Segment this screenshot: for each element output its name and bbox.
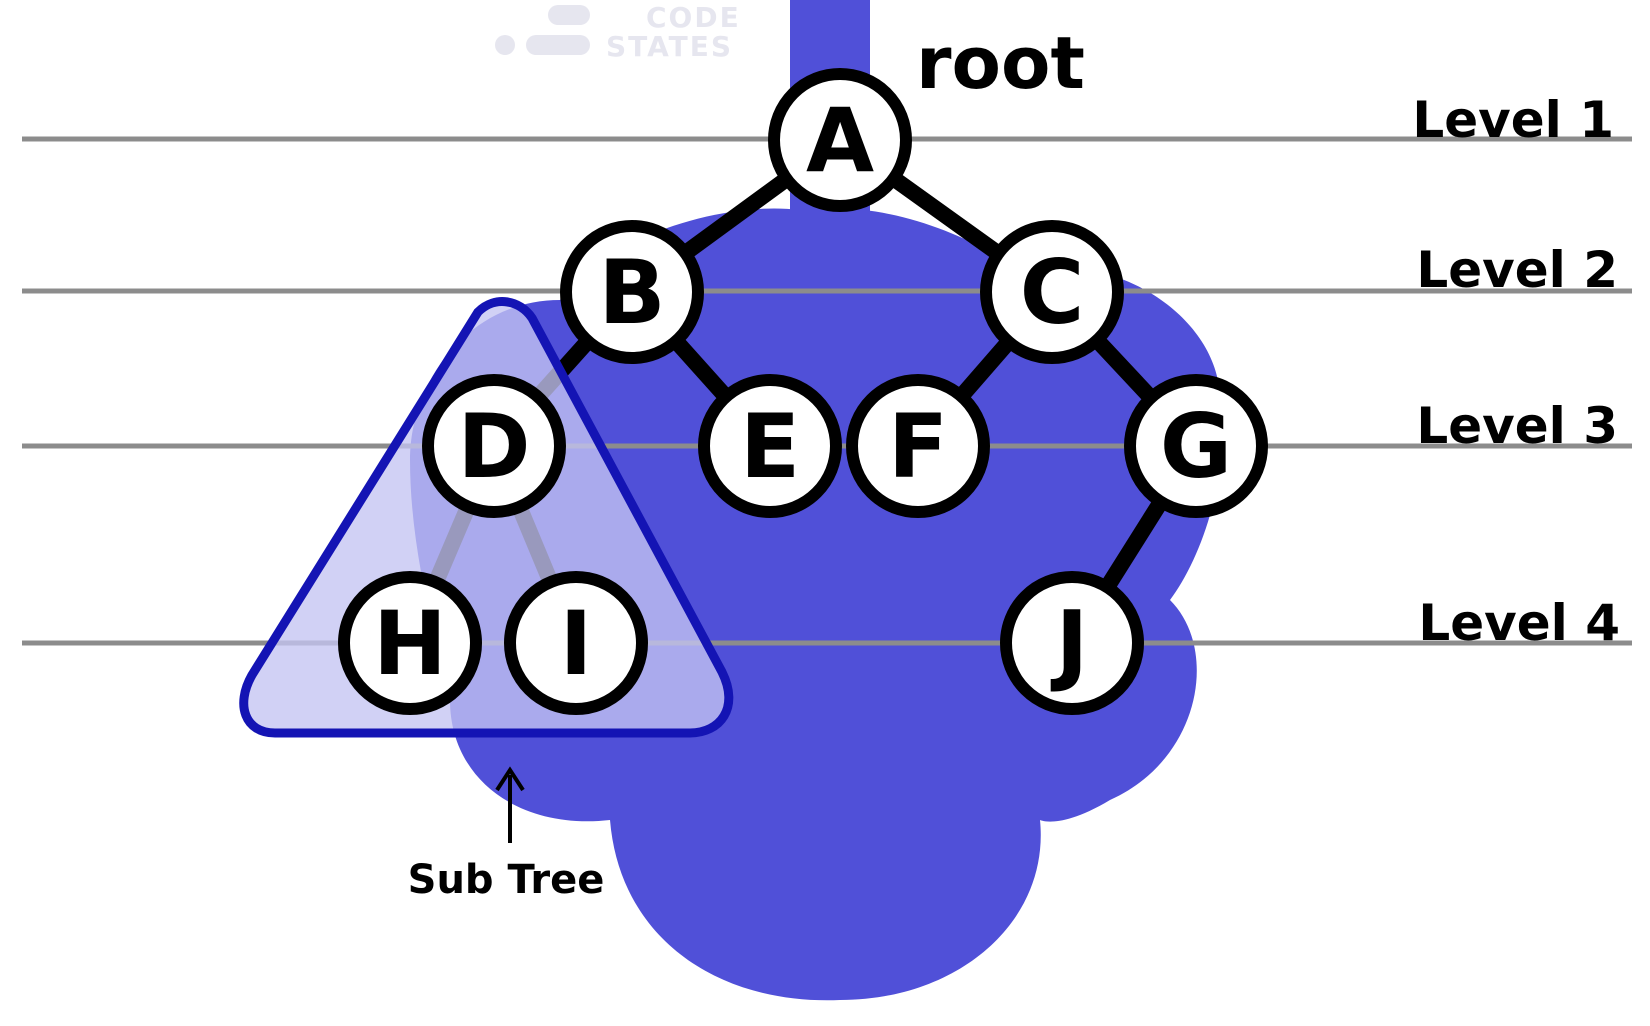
node-label-a: A <box>806 89 874 192</box>
node-label-i: I <box>560 592 593 695</box>
level-label-4: Level 4 <box>1418 594 1620 652</box>
node-b: B <box>560 220 704 364</box>
root-label: root <box>916 21 1085 105</box>
node-f: F <box>846 374 990 518</box>
node-d: D <box>422 374 566 518</box>
node-label-d: D <box>457 395 530 498</box>
node-label-b: B <box>598 241 665 344</box>
node-label-g: G <box>1160 395 1232 498</box>
node-h: H <box>338 571 482 715</box>
node-i: I <box>504 571 648 715</box>
level-label-1: Level 1 <box>1412 91 1614 149</box>
subtree-arrow-icon <box>495 766 525 843</box>
level-label-3: Level 3 <box>1416 397 1618 455</box>
logo-text-code: CODE <box>646 1 741 34</box>
node-label-e: E <box>740 395 800 498</box>
node-c: C <box>980 220 1124 364</box>
node-label-h: H <box>373 592 447 695</box>
node-j: J <box>1000 571 1144 715</box>
node-label-j: J <box>1051 592 1089 695</box>
node-g: G <box>1124 374 1268 518</box>
logo-text-states: STATES <box>606 30 733 63</box>
subtree-label: Sub Tree <box>408 857 605 903</box>
node-a: A <box>768 68 912 212</box>
level-label-2: Level 2 <box>1416 241 1618 299</box>
node-e: E <box>698 374 842 518</box>
node-label-c: C <box>1020 241 1085 344</box>
code-states-logo: CODE STATES <box>495 1 741 63</box>
node-label-f: F <box>888 395 948 498</box>
